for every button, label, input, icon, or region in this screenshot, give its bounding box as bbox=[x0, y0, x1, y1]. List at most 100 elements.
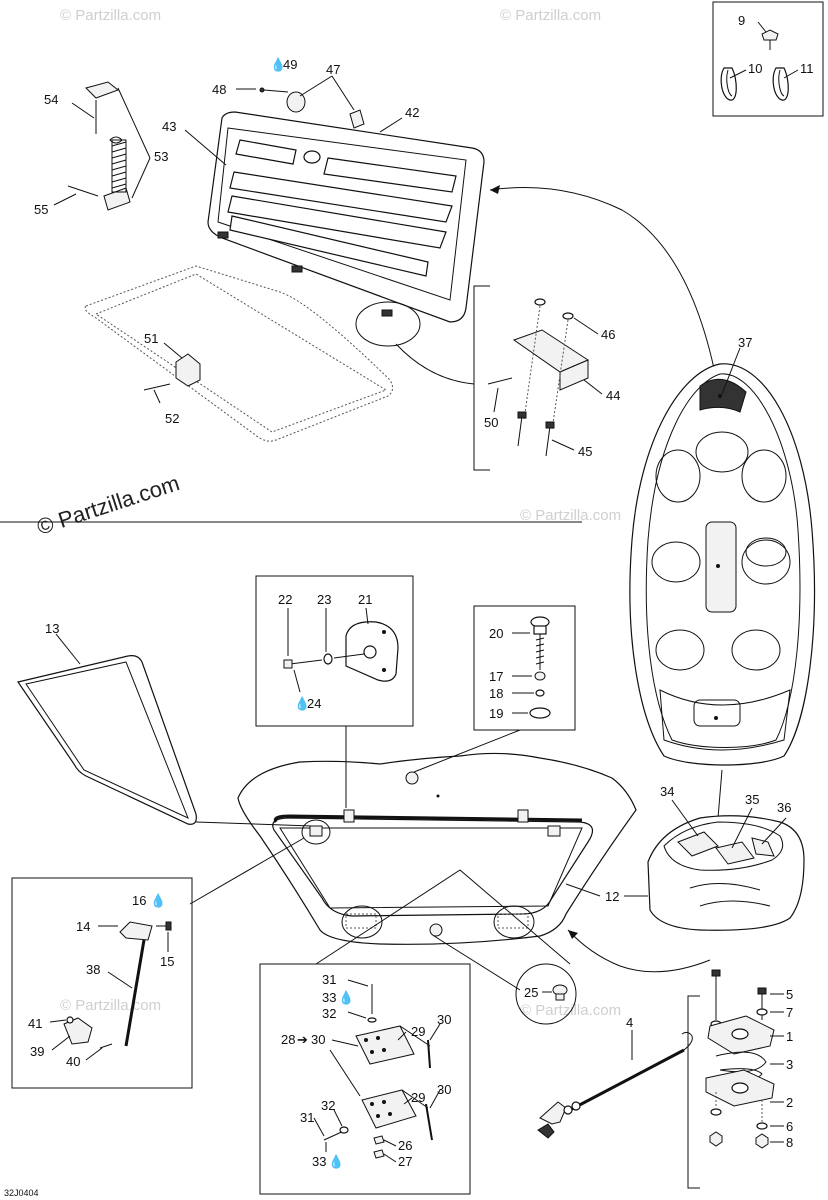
callout-17: 17 bbox=[489, 669, 503, 684]
callout-33: 33 bbox=[322, 990, 336, 1005]
callout-51: 51 bbox=[144, 331, 158, 346]
callout-30: 30 bbox=[311, 1032, 325, 1047]
hatch-opening-inner bbox=[94, 273, 388, 433]
leader bbox=[717, 769, 723, 819]
callout-28: 28 bbox=[281, 1032, 295, 1047]
leader bbox=[429, 1023, 441, 1041]
drop-icon: 💧 bbox=[270, 57, 286, 72]
knob-25-icon bbox=[552, 984, 568, 1001]
leader bbox=[671, 799, 699, 837]
leader bbox=[383, 1139, 397, 1147]
callout-32: 32 bbox=[322, 1006, 336, 1021]
bolt-20-icon bbox=[530, 616, 550, 670]
arrow-to-tray bbox=[567, 929, 711, 973]
diagram-code: 32J0404 bbox=[4, 1188, 39, 1198]
detail-connector bbox=[395, 343, 475, 385]
plug-47-icon bbox=[286, 91, 365, 129]
callout-5: 5 bbox=[786, 987, 793, 1002]
detail-circle-hinge-a bbox=[341, 905, 383, 939]
callout-14: 14 bbox=[76, 919, 90, 934]
callout-50: 50 bbox=[484, 415, 498, 430]
storage-tray-12 bbox=[237, 752, 637, 945]
hinge-marker bbox=[497, 913, 529, 929]
leader bbox=[329, 1049, 361, 1097]
detail-box-lock bbox=[255, 575, 414, 727]
leader bbox=[333, 1109, 343, 1127]
leader bbox=[383, 1153, 397, 1163]
screw-9-icon bbox=[761, 29, 779, 50]
callout-21: 21 bbox=[358, 592, 372, 607]
leader bbox=[783, 69, 799, 79]
leader bbox=[131, 157, 151, 199]
callout-29: 29 bbox=[411, 1024, 425, 1039]
callout-32: 32 bbox=[321, 1098, 335, 1113]
screw-50-icon bbox=[487, 377, 513, 385]
drop-icon: 💧 bbox=[150, 893, 166, 908]
axis-line bbox=[333, 653, 365, 659]
detail-circle-hinge-left bbox=[301, 819, 331, 845]
hatch-cover-42 bbox=[207, 111, 485, 323]
leader bbox=[117, 87, 151, 159]
callout-34: 34 bbox=[660, 784, 674, 799]
callout-2: 2 bbox=[786, 1095, 793, 1110]
callout-30: 30 bbox=[437, 1082, 451, 1097]
washer-46-icon bbox=[534, 298, 546, 306]
screw-48-icon bbox=[263, 89, 289, 93]
callout-24: 24 bbox=[307, 696, 321, 711]
detail-box-hinges bbox=[259, 963, 471, 1195]
leader bbox=[757, 21, 767, 33]
callout-6: 6 bbox=[786, 1119, 793, 1134]
watermark-faint: © Partzilla.com bbox=[60, 997, 161, 1014]
callout-26: 26 bbox=[398, 1138, 412, 1153]
leader bbox=[493, 387, 499, 413]
bracket-14-icon bbox=[119, 921, 153, 941]
leader bbox=[365, 607, 369, 625]
callout-33: 33 bbox=[312, 1154, 326, 1169]
callout-52: 52 bbox=[165, 411, 179, 426]
callout-47: 47 bbox=[326, 62, 340, 77]
leader bbox=[331, 1039, 359, 1047]
axis-line bbox=[551, 319, 569, 431]
callout-29: 29 bbox=[411, 1090, 425, 1105]
washer-46-icon bbox=[562, 312, 574, 320]
leader bbox=[379, 117, 403, 133]
rod-4 bbox=[537, 1031, 693, 1139]
callout-7: 7 bbox=[786, 1005, 793, 1020]
callout-1: 1 bbox=[786, 1029, 793, 1044]
leader bbox=[761, 817, 787, 845]
bracket-assembly-1-3 bbox=[705, 969, 775, 1149]
washer-32b-icon bbox=[339, 1126, 349, 1134]
callout-22: 22 bbox=[278, 592, 292, 607]
pin-30-icon bbox=[427, 1039, 431, 1069]
leader bbox=[433, 935, 521, 991]
hinge-28-upper bbox=[355, 1025, 431, 1065]
hinge-bracket-44 bbox=[512, 329, 590, 391]
leader bbox=[565, 883, 601, 897]
screw-22-icon bbox=[289, 659, 323, 665]
leader bbox=[397, 1031, 407, 1041]
callout-54: 54 bbox=[44, 92, 58, 107]
leader bbox=[55, 633, 81, 665]
leader bbox=[721, 347, 741, 395]
watermark-faint: © Partzilla.com bbox=[500, 7, 601, 24]
leader bbox=[53, 193, 77, 206]
leader bbox=[153, 389, 161, 404]
detail-bracket-hinge bbox=[473, 285, 490, 471]
callout-31: 31 bbox=[300, 1110, 314, 1125]
callout-3: 3 bbox=[786, 1057, 793, 1072]
washer-18-icon bbox=[535, 689, 545, 697]
callout-41: 41 bbox=[28, 1016, 42, 1031]
cable-tie-11-icon bbox=[772, 67, 789, 101]
callout-19: 19 bbox=[489, 706, 503, 721]
watermark-faint: © Partzilla.com bbox=[520, 507, 621, 524]
watercraft-hull-top-view bbox=[629, 363, 816, 766]
watermark-main: © Partzilla.com bbox=[34, 470, 183, 540]
detail-circle-25 bbox=[515, 963, 577, 1025]
callout-13: 13 bbox=[45, 621, 59, 636]
callout-48: 48 bbox=[212, 82, 226, 97]
cable-tie-10-icon bbox=[720, 67, 737, 101]
drop-icon: 💧 bbox=[328, 1154, 344, 1169]
callout-45: 45 bbox=[578, 444, 592, 459]
detail-connector bbox=[315, 869, 571, 965]
